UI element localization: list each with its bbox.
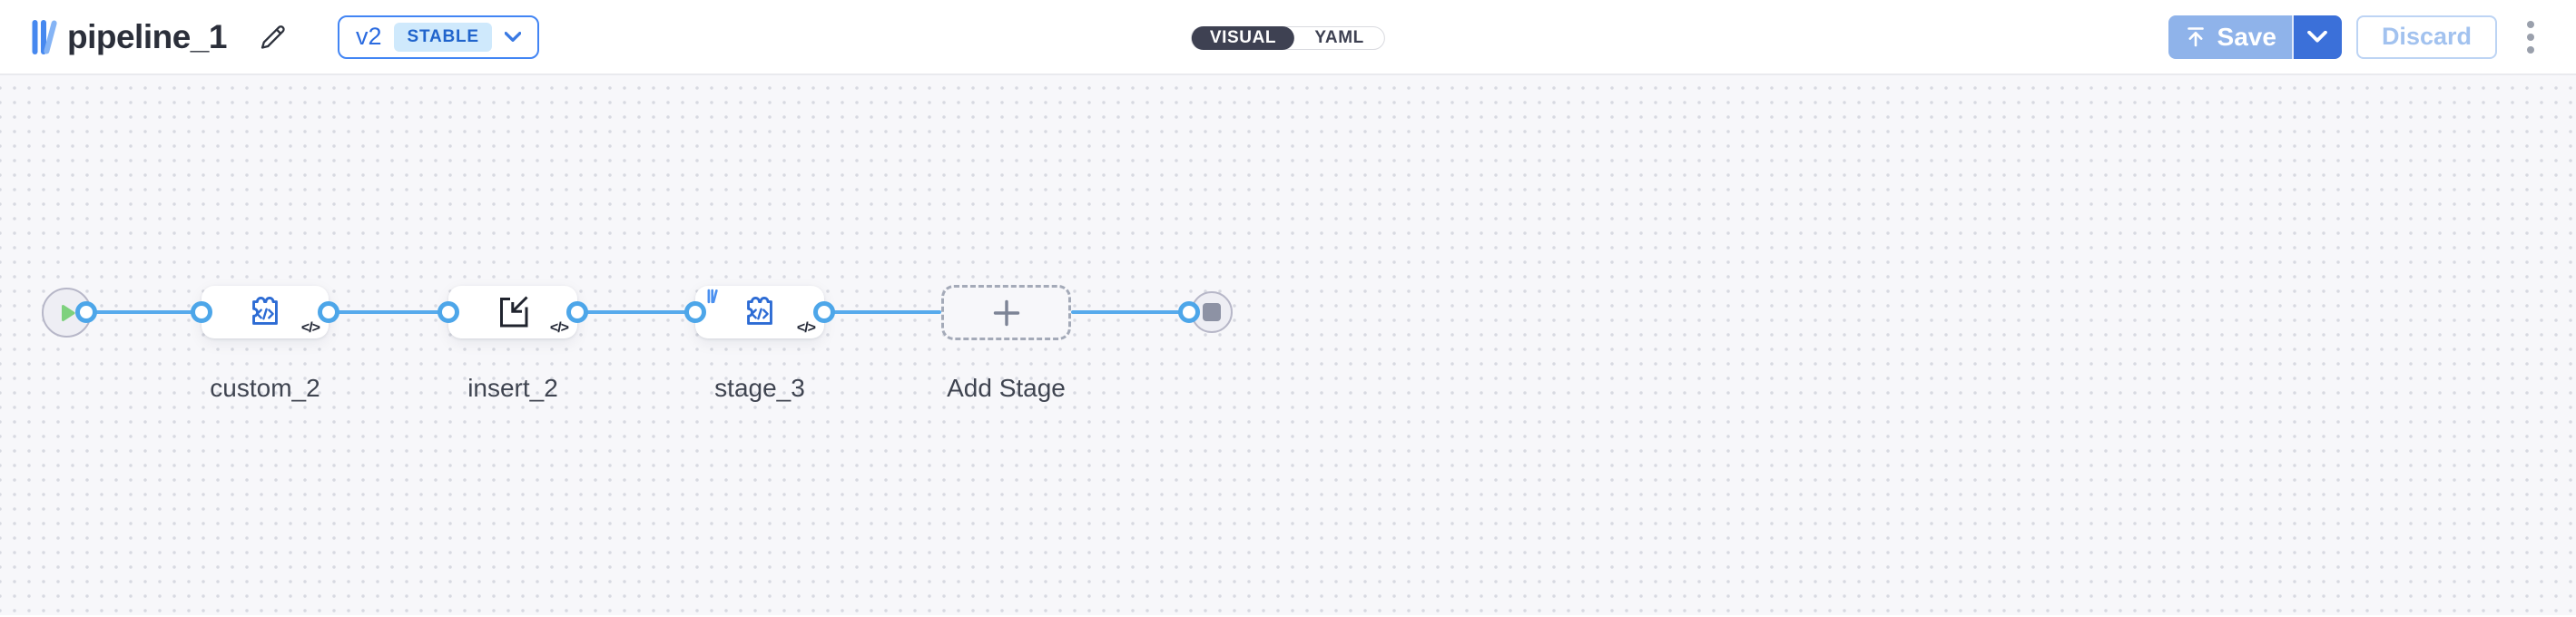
plus-icon xyxy=(993,299,1019,326)
code-glyph: </> xyxy=(300,320,320,336)
stage-label-custom_2: custom_2 xyxy=(210,374,320,402)
puzzle-code-icon xyxy=(747,297,772,325)
header-actions: Save Discard xyxy=(2168,15,2540,59)
save-options-button[interactable] xyxy=(2291,15,2342,59)
port[interactable] xyxy=(813,301,835,323)
version-selector[interactable]: v2 STABLE xyxy=(337,15,539,59)
port[interactable] xyxy=(318,301,339,323)
stage-label-insert_2: insert_2 xyxy=(467,374,558,402)
port[interactable] xyxy=(1178,301,1200,323)
kebab-dot xyxy=(2527,45,2534,54)
port[interactable] xyxy=(684,301,706,323)
stage-label-stage_3: stage_3 xyxy=(714,374,805,402)
version-status-badge: STABLE xyxy=(394,22,492,52)
view-mode-toggle: VISUAL YAML xyxy=(1190,25,1386,50)
pipeline-canvas[interactable]: </> </> </> xyxy=(0,75,2576,615)
tab-visual[interactable]: VISUAL xyxy=(1191,25,1295,50)
upload-icon xyxy=(2187,26,2204,46)
edge-addstage-end[interactable] xyxy=(1071,310,1189,314)
edge-insert2-stage3[interactable] xyxy=(577,310,695,314)
edge-start-custom2[interactable] xyxy=(86,310,202,314)
chevron-down-icon xyxy=(504,32,521,42)
code-glyph: </> xyxy=(796,320,816,336)
port[interactable] xyxy=(438,301,459,323)
more-options-button[interactable] xyxy=(2522,15,2540,59)
tab-yaml[interactable]: YAML xyxy=(1294,26,1384,50)
port[interactable] xyxy=(191,301,212,323)
stage-node-insert_2[interactable]: </> xyxy=(448,286,577,338)
code-glyph: </> xyxy=(549,320,569,336)
edge-stage3-addstage[interactable] xyxy=(824,310,941,314)
stage-label-add-stage: Add Stage xyxy=(947,374,1066,402)
play-icon xyxy=(61,304,74,321)
import-icon xyxy=(500,296,528,328)
discard-button[interactable]: Discard xyxy=(2355,15,2497,59)
header-bar: pipeline_1 v2 STABLE VISUAL YAML xyxy=(0,0,2576,75)
stop-icon xyxy=(1203,303,1221,321)
save-split-button: Save xyxy=(2168,15,2342,59)
logo-badge-icon xyxy=(707,289,718,304)
kebab-dot xyxy=(2527,33,2534,41)
chevron-down-icon xyxy=(2307,31,2328,43)
port[interactable] xyxy=(566,301,588,323)
brand: pipeline_1 v2 STABLE xyxy=(31,15,539,59)
version-label: v2 xyxy=(355,23,382,50)
app-logo-icon[interactable] xyxy=(31,18,58,56)
add-stage-button[interactable] xyxy=(941,285,1071,340)
puzzle-code-icon xyxy=(252,297,278,325)
save-label: Save xyxy=(2217,22,2276,51)
edge-custom2-insert2[interactable] xyxy=(329,310,448,314)
stage-node-custom_2[interactable]: </> xyxy=(202,286,329,338)
save-button[interactable]: Save xyxy=(2168,15,2292,59)
pencil-icon xyxy=(261,24,285,49)
port[interactable] xyxy=(75,301,97,323)
kebab-dot xyxy=(2527,20,2534,28)
edit-title-button[interactable] xyxy=(256,21,289,54)
stage-node-stage_3[interactable]: </> xyxy=(695,286,824,338)
pipeline-title: pipeline_1 xyxy=(67,17,227,55)
